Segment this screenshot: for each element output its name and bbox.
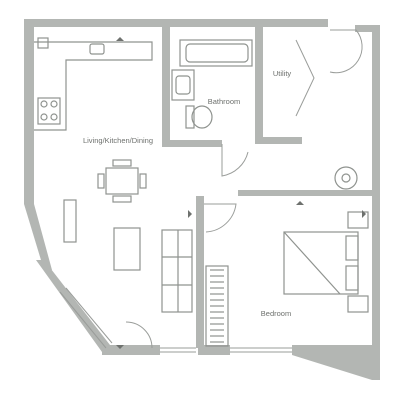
sink-icon xyxy=(89,43,105,55)
direction-markers xyxy=(116,37,366,349)
washer-icon xyxy=(334,166,358,190)
room-label-bedroom: Bedroom xyxy=(261,309,291,318)
room-label-utility: Utility xyxy=(273,69,292,78)
interior-walls xyxy=(162,27,372,355)
bedside-table-icon xyxy=(347,211,369,229)
windows xyxy=(59,287,292,353)
sofa-icon xyxy=(161,229,193,313)
dining-table-icon xyxy=(97,159,147,203)
bed-icon xyxy=(283,231,359,295)
coffee-table-icon xyxy=(113,227,141,271)
doors xyxy=(125,29,363,349)
appliance-icon xyxy=(37,37,49,49)
basin-icon xyxy=(171,69,195,101)
kitchen-counter xyxy=(34,37,153,131)
bathtub-icon xyxy=(179,39,253,67)
hob-icon xyxy=(37,97,61,125)
toilet-icon xyxy=(185,105,213,129)
tv-unit-icon xyxy=(63,199,77,243)
bedside-table-icon xyxy=(347,295,369,313)
room-label-living: Living/Kitchen/Dining xyxy=(83,136,153,145)
room-label-bathroom: Bathroom xyxy=(208,97,241,106)
exterior-walls xyxy=(24,19,380,380)
wardrobe-icon xyxy=(205,265,229,347)
